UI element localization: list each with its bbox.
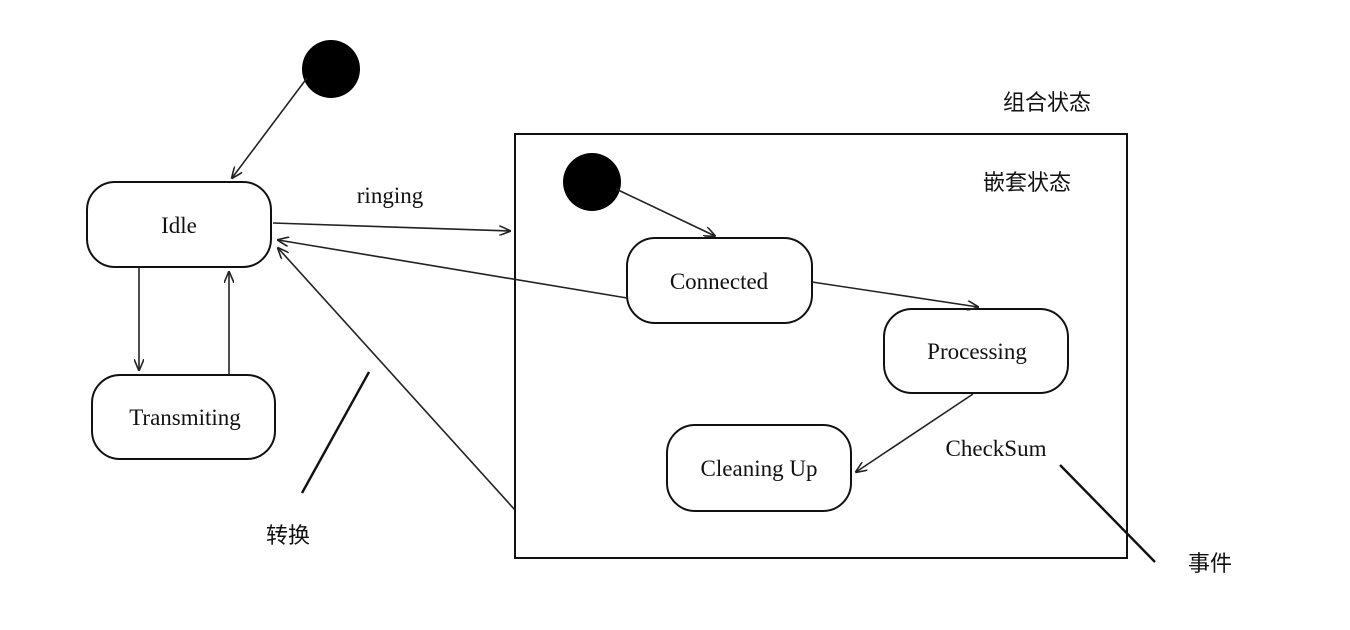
state-transmiting: Transmiting	[91, 374, 276, 460]
state-cleaning-up-label: Cleaning Up	[701, 456, 818, 481]
annotation-transition: 转换	[266, 524, 310, 549]
edge-initial-to-idle	[232, 77, 308, 178]
state-transmiting-label: Transmiting	[129, 405, 241, 430]
state-idle: Idle	[86, 181, 272, 268]
edge-composite-to-idle	[278, 248, 516, 511]
state-cleaning-up: Cleaning Up	[666, 424, 852, 512]
state-connected: Connected	[626, 237, 813, 324]
annotation-event: 事件	[1188, 552, 1232, 577]
nested-initial-state-dot	[563, 153, 621, 211]
edge-idle-to-composite	[272, 222, 510, 231]
annotation-nested-state: 嵌套状态	[983, 171, 1071, 196]
state-idle-label: Idle	[161, 213, 197, 238]
state-processing-label: Processing	[927, 339, 1027, 364]
pointer-event	[1059, 464, 1156, 563]
event-label-checksum: CheckSum	[946, 436, 1047, 461]
edge-connected-to-idle	[278, 240, 628, 299]
pointer-transition	[300, 371, 371, 494]
state-processing: Processing	[883, 308, 1069, 394]
annotation-composite-state: 组合状态	[1003, 91, 1091, 116]
composite-state-box	[514, 133, 1128, 559]
edge-connected-to-processing	[811, 281, 978, 307]
edge-processing-to-cleaning-up	[856, 393, 974, 472]
initial-state-dot	[302, 40, 360, 98]
transition-label-ringing: ringing	[357, 183, 424, 208]
edge-nested-initial-to-connected	[615, 188, 715, 236]
state-connected-label: Connected	[670, 269, 769, 294]
